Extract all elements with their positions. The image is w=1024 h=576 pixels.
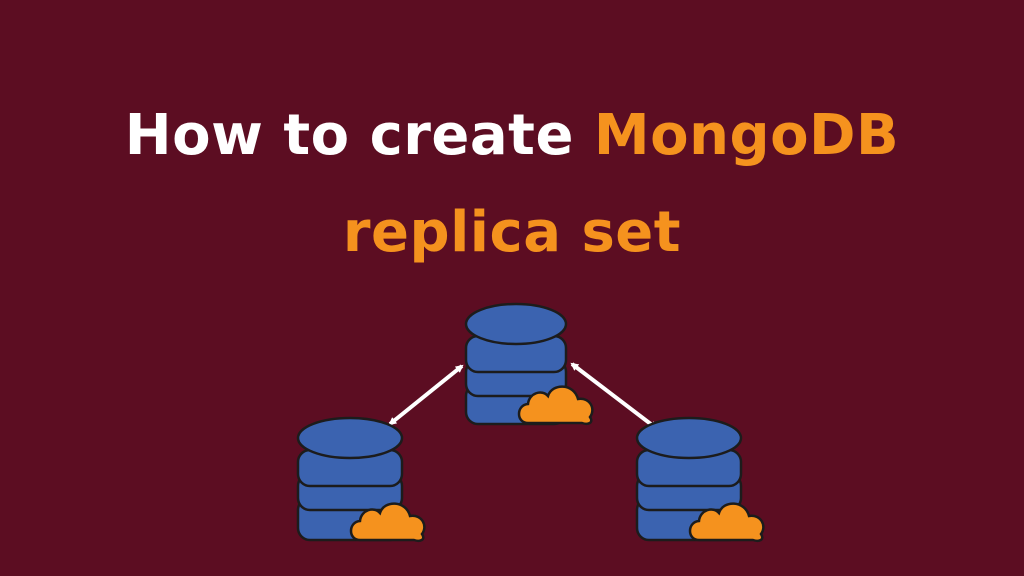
- cloud-icon: [349, 502, 426, 542]
- double-arrow-icon: [388, 364, 464, 426]
- cloud-icon: [517, 385, 594, 425]
- title-line-1: How to create MongoDB: [0, 108, 1024, 164]
- title-text-mongodb: MongoDB: [593, 103, 900, 168]
- title-line-2: replica set: [0, 205, 1024, 261]
- cloud-icon: [688, 502, 765, 542]
- double-arrow-icon: [570, 362, 658, 430]
- database-server-icon: [464, 302, 568, 426]
- title-text-white: How to create: [124, 103, 594, 168]
- title-text-replica-set: replica set: [342, 200, 682, 265]
